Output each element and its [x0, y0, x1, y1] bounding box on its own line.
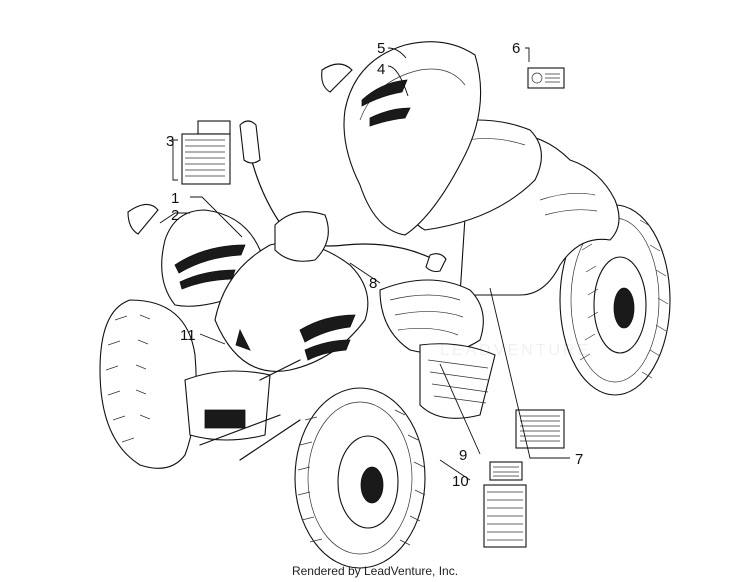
callout-1: 1 — [171, 190, 179, 207]
atv-body — [161, 41, 620, 461]
front-right-wheel — [294, 387, 426, 569]
decal-10 — [483, 484, 527, 548]
callout-numbers: 1 2 3 4 5 6 7 8 9 10 11 — [166, 40, 583, 490]
watermark: LEADVENTURE — [440, 342, 591, 359]
callout-3: 3 — [166, 133, 174, 150]
callout-5: 5 — [377, 40, 385, 57]
decal-2 — [127, 203, 159, 235]
rear-right-wheel — [559, 204, 671, 396]
decal-7 — [515, 409, 565, 449]
callout-2: 2 — [171, 207, 179, 224]
decal-3 — [181, 120, 231, 185]
callout-9: 9 — [459, 447, 467, 464]
callout-8: 8 — [369, 275, 377, 292]
callout-6: 6 — [512, 40, 520, 57]
callout-10: 10 — [452, 473, 469, 490]
footer-credit: Rendered by LeadVenture, Inc. — [291, 564, 459, 578]
front-left-wheel — [99, 299, 197, 469]
callout-7: 7 — [575, 451, 583, 468]
leader-lines — [159, 47, 570, 481]
callout-11: 11 — [180, 327, 196, 344]
decal-9 — [489, 461, 523, 481]
decal-6 — [527, 67, 565, 89]
callout-4: 4 — [377, 61, 385, 78]
decal-4 — [321, 63, 353, 93]
